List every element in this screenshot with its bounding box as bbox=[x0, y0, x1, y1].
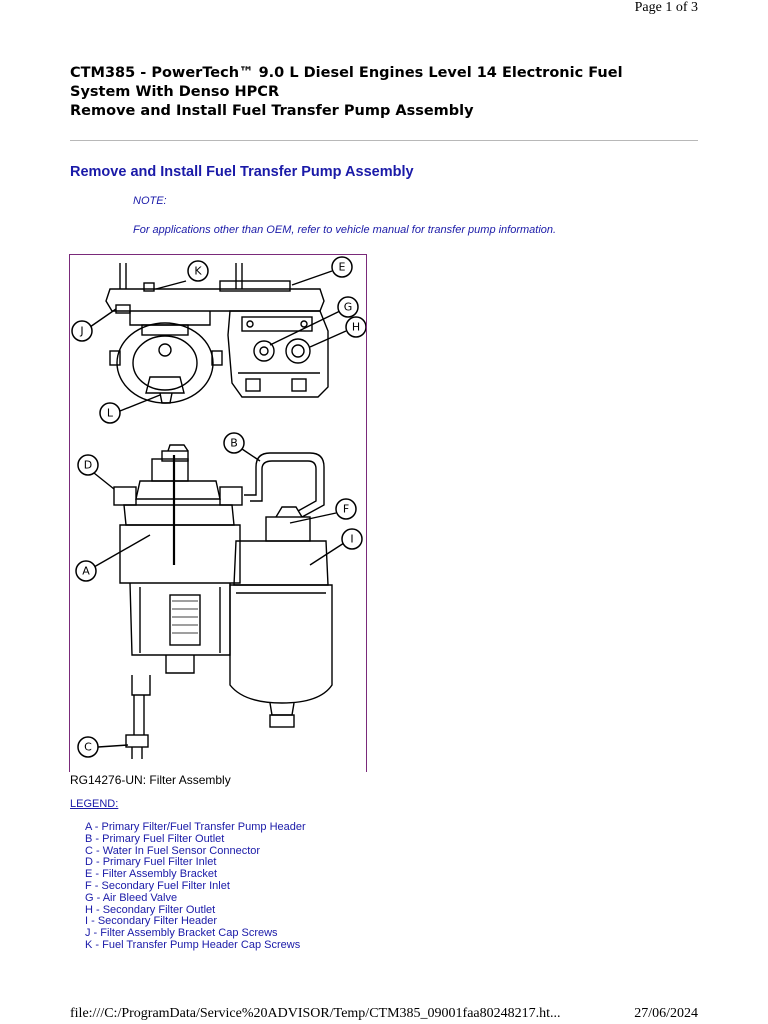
callout-letter: B bbox=[230, 437, 238, 450]
callout-letter: H bbox=[352, 321, 360, 334]
legend-item: F - Secondary Fuel Filter Inlet bbox=[85, 879, 230, 892]
footer-date: 27/06/2024 bbox=[634, 1006, 698, 1021]
callout-letter: F bbox=[343, 503, 349, 516]
callout-letter: L bbox=[107, 407, 114, 420]
footer-file-path: file:///C:/ProgramData/Service%20ADVISOR… bbox=[70, 1006, 561, 1021]
callout-f: F bbox=[289, 498, 357, 524]
callout-h: H bbox=[309, 316, 366, 348]
legend-item: B - Primary Fuel Filter Outlet bbox=[85, 832, 225, 845]
callout-l: L bbox=[99, 394, 161, 424]
figure-caption: RG14276-UN: Filter Assembly bbox=[70, 773, 231, 787]
page-number: Page 1 of 3 bbox=[634, 0, 698, 15]
callout-letter: K bbox=[194, 265, 202, 278]
primary-filter-drawing bbox=[113, 444, 243, 759]
section-title: Remove and Install Fuel Transfer Pump As… bbox=[70, 164, 414, 180]
bracket-assembly-drawing bbox=[105, 263, 329, 404]
callout-a: A bbox=[75, 534, 151, 582]
callout-j: J bbox=[71, 308, 117, 342]
callout-d: D bbox=[77, 454, 115, 490]
legend-item: A - Primary Filter/Fuel Transfer Pump He… bbox=[85, 821, 306, 833]
outlet-tube-drawing bbox=[244, 452, 325, 518]
callout-e: E bbox=[291, 256, 353, 286]
secondary-filter-drawing bbox=[229, 506, 333, 728]
callout-c: C bbox=[77, 736, 129, 758]
title-divider bbox=[70, 140, 698, 141]
callout-k: K bbox=[155, 260, 209, 290]
document-title-line-3: Remove and Install Fuel Transfer Pump As… bbox=[70, 103, 474, 119]
legend-item: J - Filter Assembly Bracket Cap Screws bbox=[85, 927, 278, 940]
callout-letter: D bbox=[84, 459, 92, 472]
filter-assembly-illustration: K E J G H L B D F I A C bbox=[69, 254, 367, 772]
callout-letter: A bbox=[82, 565, 90, 578]
legend-item: H - Secondary Filter Outlet bbox=[85, 903, 216, 916]
callout-g: G bbox=[269, 296, 359, 346]
legend-item: G - Air Bleed Valve bbox=[85, 891, 178, 904]
legend-item: C - Water In Fuel Sensor Connector bbox=[85, 844, 261, 857]
legend-item: I - Secondary Filter Header bbox=[85, 915, 218, 928]
callout-i: I bbox=[309, 528, 363, 566]
document-title-line-2: System With Denso HPCR bbox=[70, 84, 280, 100]
callout-letter: I bbox=[350, 533, 353, 546]
callout-letter: E bbox=[339, 261, 346, 274]
note-label: NOTE: bbox=[133, 195, 167, 207]
legend-item: K - Fuel Transfer Pump Header Cap Screws bbox=[85, 938, 301, 951]
note-text: For applications other than OEM, refer t… bbox=[133, 224, 557, 236]
callout-letter: J bbox=[79, 325, 83, 338]
callout-letter: G bbox=[344, 301, 353, 314]
document-title: CTM385 - PowerTech™ 9.0 L Diesel Engines… bbox=[70, 64, 670, 121]
legend-list: A - Primary Filter/Fuel Transfer Pump He… bbox=[85, 821, 306, 952]
legend-link[interactable]: LEGEND: bbox=[70, 798, 119, 810]
callout-letter: C bbox=[84, 741, 92, 754]
legend-item: E - Filter Assembly Bracket bbox=[85, 868, 218, 881]
legend-item: D - Primary Fuel Filter Inlet bbox=[85, 856, 217, 869]
callout-b: B bbox=[223, 432, 261, 462]
document-title-line-1: CTM385 - PowerTech™ 9.0 L Diesel Engines… bbox=[70, 65, 623, 81]
